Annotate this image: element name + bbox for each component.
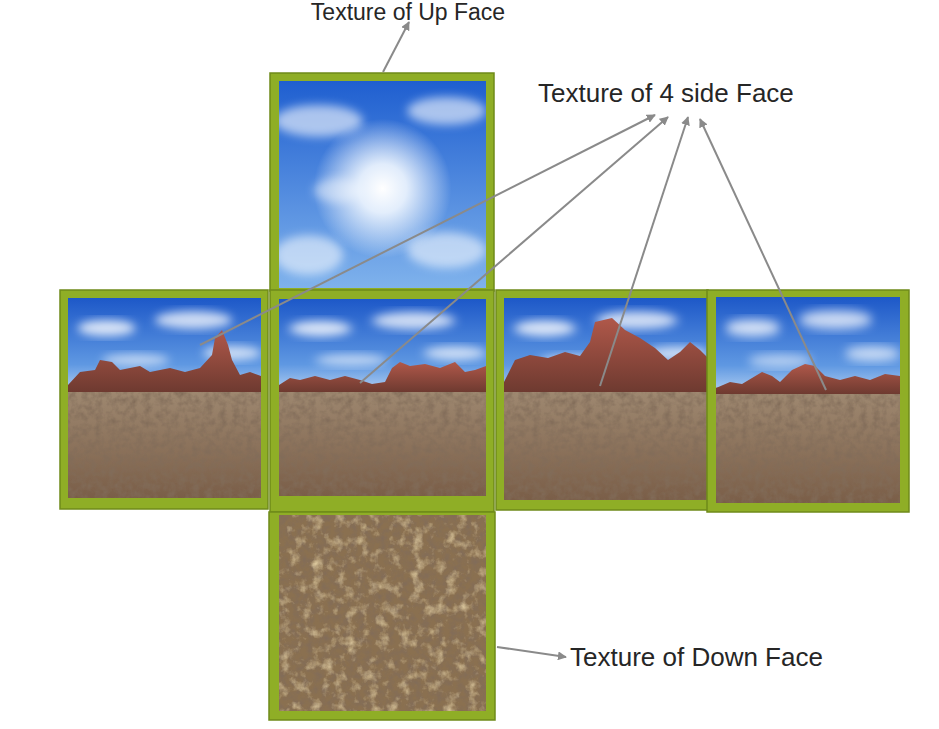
callout-label: Texture of 4 side Face [538, 79, 794, 108]
callout-label: Texture of Up Face [311, 0, 505, 25]
callout-label: Texture of Down Face [570, 643, 823, 672]
